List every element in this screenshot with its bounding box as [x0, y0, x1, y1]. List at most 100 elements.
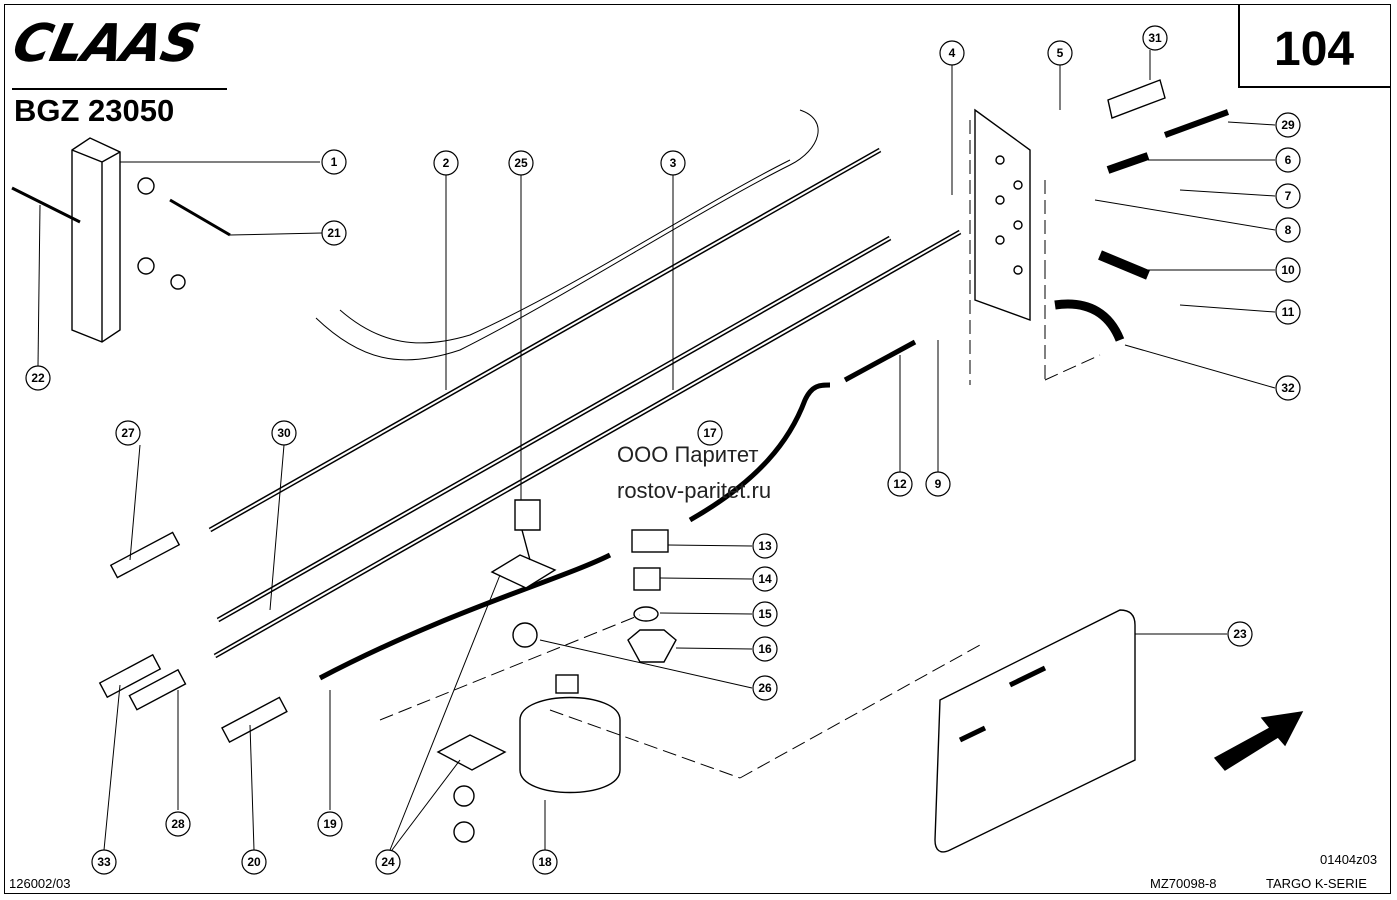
- callout-6: 6: [1275, 147, 1301, 173]
- fitting-31: [1107, 79, 1166, 119]
- callout-label: 3: [670, 156, 677, 170]
- page-frame: [4, 4, 1391, 894]
- callout-label: 9: [935, 477, 942, 491]
- pipe-19: [318, 552, 612, 681]
- spacer-26: [512, 622, 538, 648]
- callout-10: 10: [1275, 257, 1301, 283]
- mounting-bracket: [71, 137, 121, 343]
- fitting-10: [1098, 250, 1150, 280]
- callout-label: 26: [758, 681, 772, 695]
- fitting-20: [221, 696, 288, 744]
- callout-32: 32: [1275, 375, 1301, 401]
- callout-12: 12: [887, 471, 913, 497]
- callout-label: 13: [758, 539, 772, 553]
- callout-2: 2: [433, 150, 459, 176]
- callout-29: 29: [1275, 112, 1301, 138]
- document-code: BGZ 23050: [14, 93, 175, 128]
- fitting-6: [1106, 152, 1150, 174]
- callout-22: 22: [25, 365, 51, 391]
- callout-28: 28: [165, 811, 191, 837]
- fitting-27: [109, 531, 181, 579]
- bolt-21: [169, 198, 231, 237]
- callout-label: 4: [949, 46, 956, 60]
- callout-label: 6: [1285, 153, 1292, 167]
- clamp-plate-upper: [490, 554, 557, 589]
- callout-label: 25: [514, 156, 528, 170]
- pipe-17: [688, 382, 831, 523]
- cover-slot-2: [1008, 665, 1047, 688]
- callout-label: 12: [893, 477, 907, 491]
- callout-7: 7: [1275, 183, 1301, 209]
- accumulator-18: [519, 674, 621, 794]
- flange-plate: [974, 108, 1031, 321]
- callout-27: 27: [115, 420, 141, 446]
- callout-16: 16: [752, 636, 778, 662]
- clamp-plate-lower: [436, 734, 507, 771]
- page-number: 104: [1274, 23, 1355, 76]
- callout-15: 15: [752, 601, 778, 627]
- callout-4: 4: [939, 40, 965, 66]
- nut-16: [627, 629, 677, 663]
- washer-lower: [137, 257, 155, 275]
- callout-14: 14: [752, 566, 778, 592]
- callout-30: 30: [271, 420, 297, 446]
- callout-20: 20: [241, 849, 267, 875]
- footer-left-code: 126002/03: [9, 876, 71, 891]
- callout-17: 17: [697, 420, 723, 446]
- machine-outline: [315, 109, 819, 361]
- callout-label: 27: [121, 426, 135, 440]
- tee-13: [631, 529, 669, 553]
- adapter-14: [633, 567, 661, 591]
- watermark-company: ООО Паритет: [617, 442, 759, 467]
- callout-5: 5: [1047, 40, 1073, 66]
- callout-label: 30: [277, 426, 291, 440]
- callout-label: 33: [97, 855, 111, 869]
- page-box-rule: [1238, 86, 1391, 88]
- callout-19: 19: [317, 811, 343, 837]
- callout-label: 5: [1057, 46, 1064, 60]
- fitting-28: [128, 668, 187, 711]
- callout-8: 8: [1275, 217, 1301, 243]
- header-rule: [12, 88, 227, 90]
- washer-24: [453, 785, 475, 807]
- callout-26: 26: [752, 675, 778, 701]
- pipe-12: [843, 339, 917, 383]
- callout-label: 20: [247, 855, 261, 869]
- callout-23: 23: [1227, 621, 1253, 647]
- bolt-22: [11, 186, 81, 224]
- nut-lower: [170, 274, 186, 290]
- callout-label: 15: [758, 607, 772, 621]
- callout-33: 33: [91, 849, 117, 875]
- fitting-33: [98, 653, 162, 699]
- callout-label: 22: [31, 371, 45, 385]
- callout-label: 7: [1285, 189, 1292, 203]
- nut-24: [453, 821, 475, 843]
- callout-label: 2: [443, 156, 450, 170]
- callout-label: 23: [1233, 627, 1247, 641]
- page-box-divider: [1238, 4, 1240, 88]
- callout-label: 11: [1282, 305, 1295, 319]
- watermark-site: rostov-paritet.ru: [617, 478, 772, 503]
- footer-right-code: 01404z03: [1320, 852, 1378, 867]
- callout-label: 10: [1281, 263, 1295, 277]
- cover-slot-1: [958, 725, 987, 743]
- callout-label: 28: [171, 817, 185, 831]
- callout-13: 13: [752, 533, 778, 559]
- footer-series: TARGO K-SERIE: [1266, 876, 1367, 891]
- callout-21: 21: [321, 220, 347, 246]
- callout-label: 32: [1281, 381, 1295, 395]
- direction-arrow: [1213, 711, 1304, 771]
- callout-label: 14: [758, 572, 772, 586]
- washer-21: [137, 177, 155, 195]
- callout-11: 11: [1275, 299, 1301, 325]
- machine-outline-2: [339, 159, 791, 344]
- pipe-2-inner: [209, 149, 881, 531]
- callout-label: 24: [381, 855, 395, 869]
- callout-label: 18: [538, 855, 552, 869]
- callout-label: 16: [758, 642, 772, 656]
- callout-1: 1: [321, 149, 347, 175]
- callout-label: 17: [703, 426, 717, 440]
- callout-18: 18: [532, 849, 558, 875]
- callout-3: 3: [660, 150, 686, 176]
